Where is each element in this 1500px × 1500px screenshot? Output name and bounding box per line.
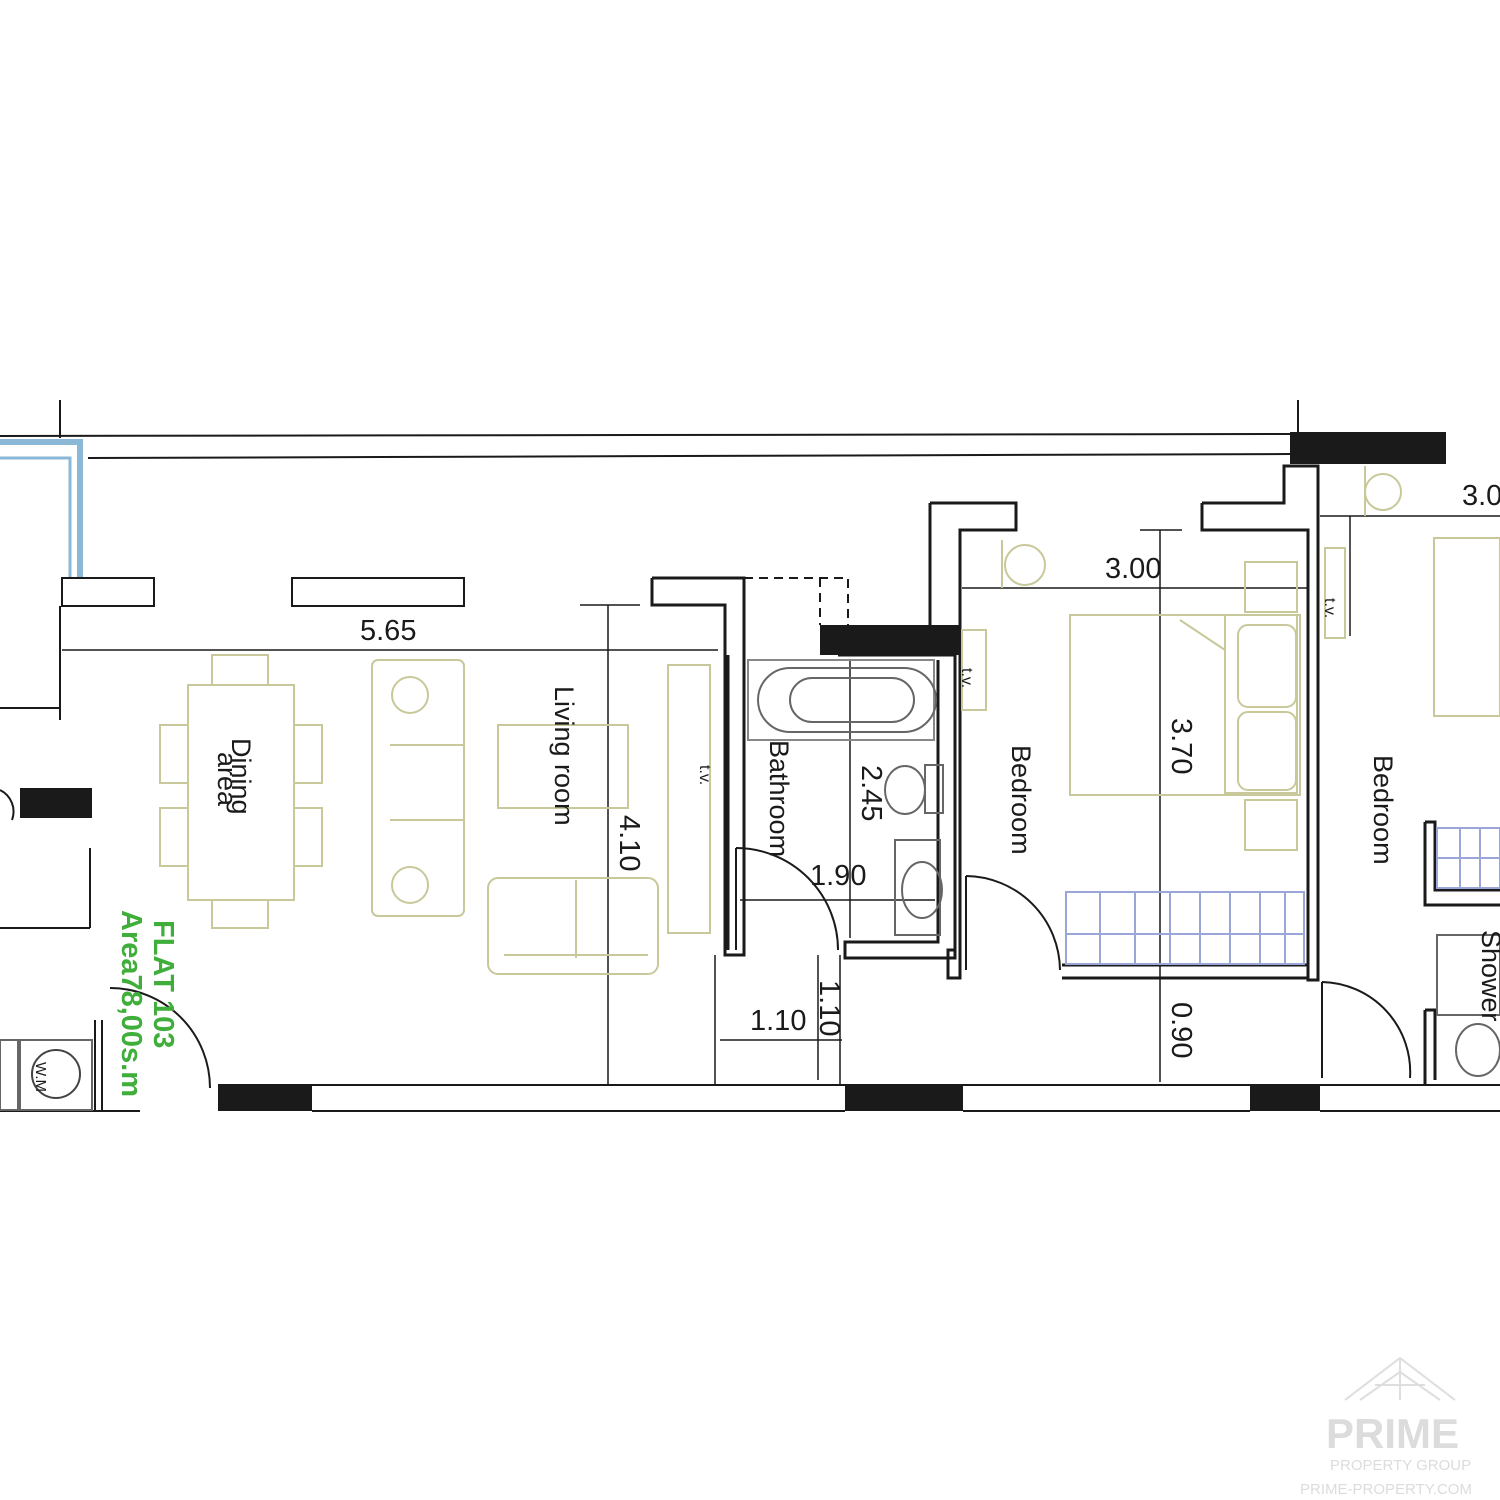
flat-area: Area78,00s.m xyxy=(115,910,147,1097)
dim-bedroom-gap: 0.90 xyxy=(1165,1002,1197,1058)
bath-opening xyxy=(744,577,849,625)
interior-walls xyxy=(650,464,1500,1085)
room-labels: Dining area Living room Bathroom Bedroom… xyxy=(212,686,1500,1022)
bathtub-frame xyxy=(747,659,935,741)
tv-label-bedroom-1: t.v. xyxy=(958,668,975,688)
bed xyxy=(1069,614,1301,796)
bathroom-sink xyxy=(901,861,943,919)
washing-machine xyxy=(19,1039,93,1111)
solid-walls xyxy=(20,432,1450,1111)
bedroom-tv-unit xyxy=(961,629,987,711)
dim-corridor-depth: 1.10 xyxy=(813,980,845,1036)
watermark-brand: PRIME xyxy=(1326,1410,1459,1457)
shower-label: Shower xyxy=(1476,930,1500,1022)
bathroom-door xyxy=(735,847,839,951)
dining-area-label-line2: area xyxy=(212,752,242,807)
watermark-tagline: PROPERTY GROUP xyxy=(1330,1457,1471,1474)
dining-area-label-line1: Dining xyxy=(226,738,256,815)
flat-info: FLAT 103 Area78,00s.m xyxy=(115,910,179,1097)
entrance-door xyxy=(109,987,211,1089)
bed-2 xyxy=(1433,537,1500,717)
dim-living-width: 5.65 xyxy=(360,615,416,647)
tv-label-bedroom-2: t.v. xyxy=(1321,598,1338,618)
dim-bath-width: 1.90 xyxy=(810,860,866,892)
tv-unit xyxy=(667,664,711,934)
dim-bedroom-1-depth: 3.70 xyxy=(1165,718,1197,774)
watermark-logo-icon xyxy=(1344,1356,1456,1401)
dim-corridor-width: 1.10 xyxy=(750,1005,806,1037)
bathroom-label: Bathroom xyxy=(764,740,794,857)
outer-walls xyxy=(0,400,1299,929)
bathtub xyxy=(757,667,937,733)
shower xyxy=(1436,934,1500,1016)
watermark-site: PRIME-PROPERTY.COM xyxy=(1300,1481,1472,1498)
flat-name: FLAT 103 xyxy=(147,920,179,1048)
side-door xyxy=(0,789,15,821)
bedroom-2-label: Bedroom xyxy=(1368,755,1398,865)
wardrobe xyxy=(1065,891,1305,965)
dimension-labels: 5.65 4.10 3.00 3.70 3.0 2.45 1.90 1.10 1… xyxy=(360,480,1500,1058)
watermark: PRIME PROPERTY GROUP PRIME-PROPERTY.COM xyxy=(1300,1356,1472,1498)
doors xyxy=(0,789,1412,1111)
wall-end-gap xyxy=(1446,432,1452,464)
sofa-2 xyxy=(487,877,659,975)
dim-bedroom-2-width: 3.0 xyxy=(1462,480,1500,512)
furniture xyxy=(0,466,1500,1111)
dim-bedroom-1-width: 3.00 xyxy=(1105,553,1161,585)
tv-label-living: t.v. xyxy=(696,765,713,785)
wardrobes xyxy=(1065,827,1500,965)
toilet xyxy=(884,765,926,815)
bottom-wall xyxy=(0,1084,1500,1112)
living-room-label: Living room xyxy=(549,686,579,826)
sofa xyxy=(371,659,465,917)
bedroom-2-door xyxy=(1321,981,1412,1079)
washing-machine-label: W.M xyxy=(32,1062,49,1092)
bedroom-1-label: Bedroom xyxy=(1006,745,1036,855)
coffee-table xyxy=(497,724,629,809)
tv-labels: t.v. t.v. t.v. xyxy=(696,598,1338,785)
dim-bath-depth: 2.45 xyxy=(855,765,887,821)
dim-living-depth: 4.10 xyxy=(613,815,645,871)
bedroom-1-door xyxy=(965,875,1061,971)
